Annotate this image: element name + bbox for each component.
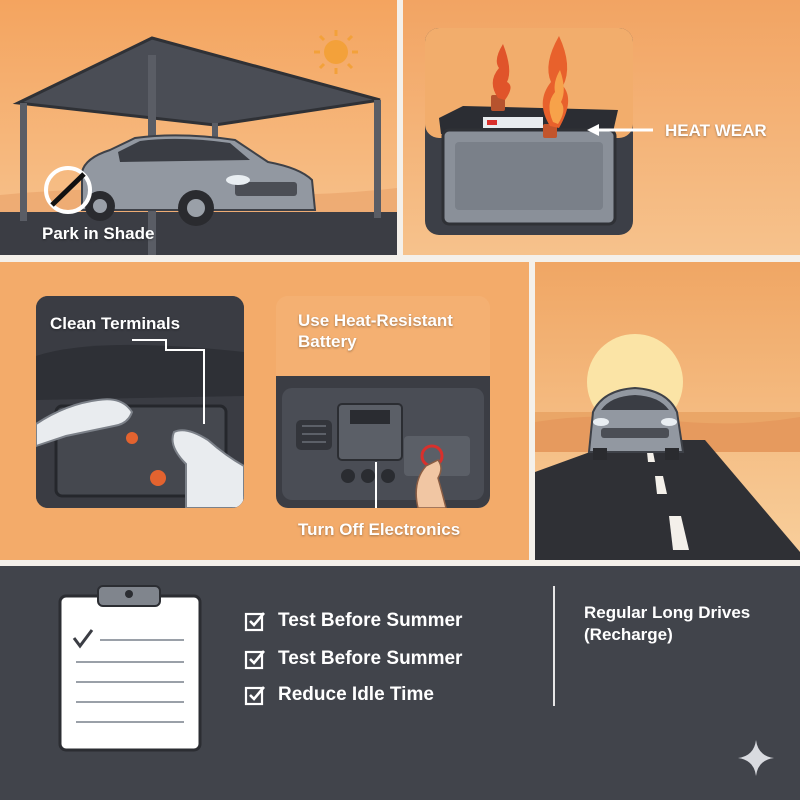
heat-arrow-icon: [587, 124, 653, 136]
terminal-cleaning-scene: [36, 296, 244, 508]
road-car: [587, 386, 685, 460]
checkbox-checked-icon[interactable]: [244, 610, 266, 632]
terminals-callout-line: [132, 339, 205, 424]
checklist-item: Test Before Summer: [244, 610, 462, 632]
checklist-item-label: Reduce Idle Time: [278, 684, 434, 705]
panel-long-drive: [535, 262, 800, 560]
long-drives-tip-line2: (Recharge): [584, 625, 673, 644]
road: [535, 440, 800, 560]
checklist-item: Reduce Idle Time: [244, 684, 434, 706]
heat-scene: [403, 0, 800, 255]
clipboard-icon: [58, 585, 202, 752]
card-dashboard: Use Heat-Resistant Battery: [276, 296, 490, 508]
flame-icon: [492, 36, 569, 128]
heat-resistant-battery-line1: Use Heat-Resistant: [298, 311, 453, 330]
battery-icon: [439, 95, 618, 226]
shade-scene: [0, 0, 397, 255]
dashboard-scene: [276, 296, 490, 508]
turn-off-electronics-label: Turn Off Electronics: [298, 520, 461, 539]
checklist-item-label: Test Before Summer: [278, 610, 463, 631]
checkbox-checked-icon[interactable]: [244, 648, 266, 670]
heat-resistant-battery-label: Use Heat-Resistant Battery: [298, 310, 453, 352]
heat-wear-label: HEAT WEAR: [665, 121, 767, 140]
panel-park-in-shade: Park in Shade: [0, 0, 397, 255]
checkbox-checked-icon[interactable]: [244, 684, 266, 706]
sun-icon: [314, 30, 358, 74]
panel-checklist: Test Before Summer Test Before Summer Re…: [0, 566, 800, 800]
road-scene: [535, 262, 800, 560]
parked-car: [81, 134, 317, 226]
park-in-shade-label: Park in Shade: [42, 224, 155, 243]
prohibit-icon: [44, 166, 92, 214]
divider: [553, 586, 555, 706]
clean-terminals-label: Clean Terminals: [50, 314, 181, 333]
panel-heat-wear: HEAT WEAR: [403, 0, 800, 255]
checklist-item-label: Test Before Summer: [278, 648, 463, 669]
long-drives-tip-line1: Regular Long Drives: [584, 603, 751, 622]
long-drives-tip: Regular Long Drives (Recharge): [584, 602, 750, 646]
sparkle-icon: [738, 740, 774, 776]
card-clean-terminals: Clean Terminals: [36, 296, 244, 508]
checklist-item: Test Before Summer: [244, 648, 462, 670]
panel-maintenance: Clean Terminals Use Heat-Re: [0, 262, 529, 560]
heat-resistant-battery-line2: Battery: [298, 332, 357, 351]
